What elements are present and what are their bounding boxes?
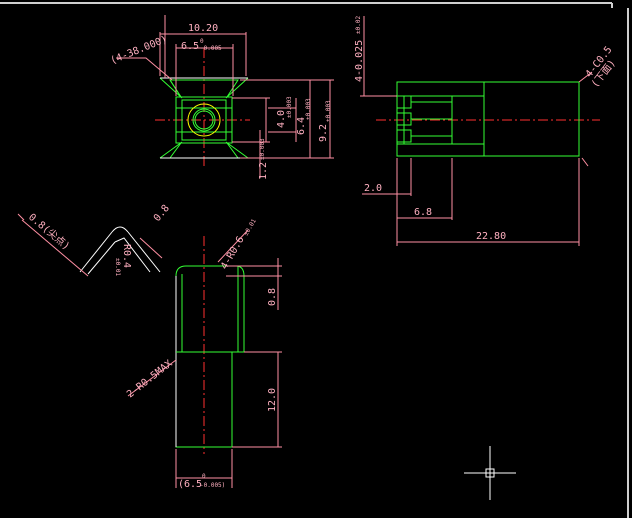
dim-6-5-top-tol-dn: -0.005	[200, 45, 222, 52]
dim-r0-4: R0.4	[121, 244, 132, 268]
dim-0-8-corner-b: 0.8	[152, 203, 172, 224]
side-view	[360, 16, 600, 246]
dim-0-8-corner: 0.8(尖点)	[26, 210, 73, 252]
dim-4-0-tol: ±0.003	[286, 96, 293, 118]
dim-6-5-bot: (6.5	[178, 479, 202, 490]
dim-10-20: 10.20	[188, 23, 218, 34]
dim-1-2-tol: ±0.003	[259, 138, 266, 160]
front-view	[127, 229, 282, 488]
top-view	[116, 15, 334, 178]
dim-22-80: 22.80	[476, 231, 506, 242]
dim-6-5-bot-up: 0	[202, 473, 206, 480]
dim-2-r0-5: 2-R0.5MAX	[125, 358, 174, 400]
dim-6-4-tol: ±0.003	[305, 98, 312, 120]
dim-12-0: 12.0	[267, 388, 278, 412]
dim-6-8: 6.8	[414, 207, 432, 218]
corner-detail-texts: 0.8(尖点) 0.8 R0.4 ±0.01	[26, 203, 172, 276]
side-view-dim-texts: 4-0.025 ±0.02 4-C0.5 (下面) 2.0 6.8 22.80	[354, 16, 618, 242]
dim-6-5-top: 6.5	[181, 41, 199, 52]
dim-0-8-side: 0.8	[267, 288, 278, 306]
front-view-dim-texts: 4-R0.6 ±0.01 0.8 2-R0.5MAX 12.0 0 (6.5 -…	[125, 218, 278, 490]
dim-4-0025-tol: ±0.02	[355, 16, 362, 34]
dim-4-0: 4.0	[276, 110, 287, 128]
dim-6-5-bot-tol: -0.005)	[200, 482, 225, 489]
dim-4-r0-6-tol: ±0.01	[243, 218, 258, 237]
dim-2-0: 2.0	[364, 183, 382, 194]
dim-1-2: 1.2	[258, 162, 269, 180]
dim-4-0025: 4-0.025	[354, 40, 365, 82]
dim-6-4: 6.4	[296, 117, 307, 135]
top-view-dim-texts: 10.20 6.5 0 -0.005 (4-38.000) 4.0 ±0.003…	[109, 23, 332, 180]
dim-9-2: 9.2	[318, 124, 329, 142]
dim-6-5-top-tol-up: 0	[200, 38, 204, 45]
crosshair-icon	[464, 446, 516, 500]
dim-9-2-tol: ±0.003	[325, 100, 332, 122]
dim-r0-4-tol: ±0.01	[114, 258, 121, 276]
corner-detail	[17, 213, 163, 277]
